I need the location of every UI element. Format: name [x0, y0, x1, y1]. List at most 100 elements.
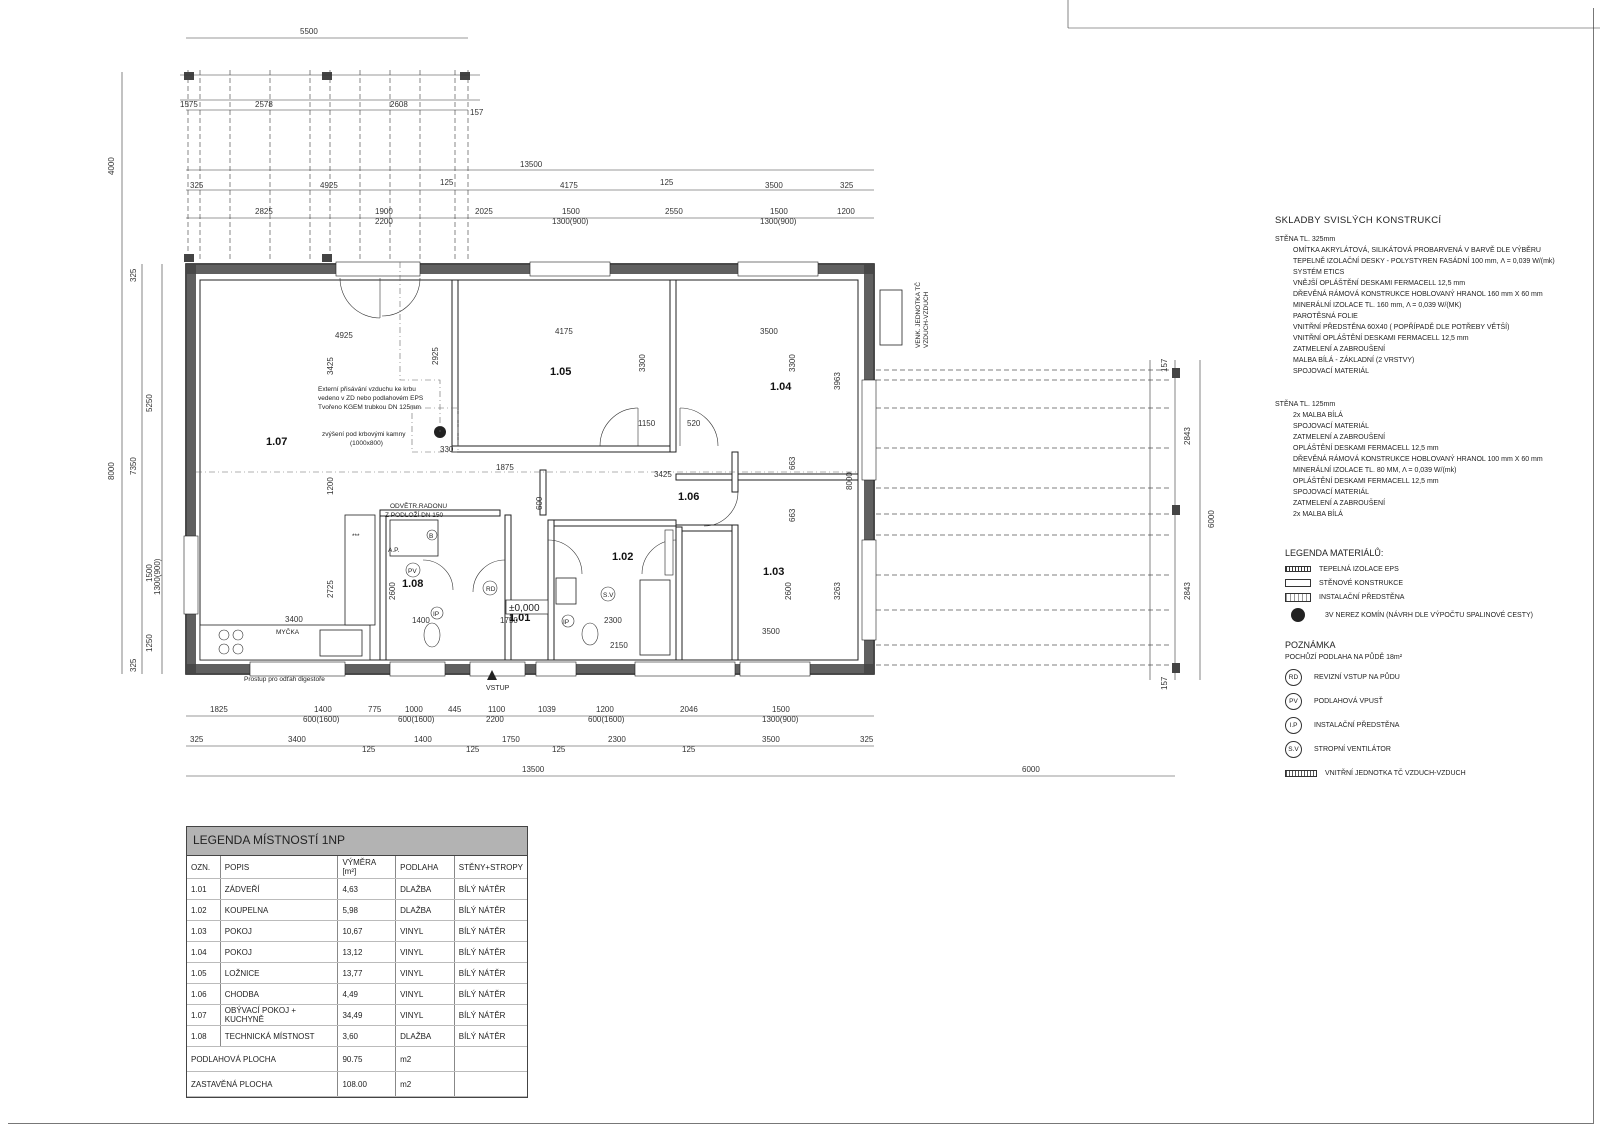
annotations: Externí přisávání vzduchu ke krbu vedeno… — [244, 282, 930, 683]
dim-top: 1575 — [180, 100, 198, 109]
dim-left: 325 — [129, 268, 138, 282]
installation-wall-swatch-icon — [1285, 592, 1311, 602]
dim-inner: 8000 — [845, 472, 854, 490]
wall2-layer: 2x MALBA BÍLÁ — [1293, 511, 1343, 518]
dim-left: 1250 — [145, 634, 154, 652]
sv-label: S.V — [603, 592, 614, 599]
wall1-layer: MALBA BÍLÁ - ZÁKLADNÍ (2 VRSTVY) — [1293, 357, 1415, 364]
dim-bottom: 2300 — [608, 735, 626, 744]
wall2-layer: ZATMELENÍ A ZABROUŠENÍ — [1293, 434, 1386, 441]
hob-label: *** — [352, 533, 360, 540]
ceiling-fan-icon: S.V — [1285, 740, 1302, 758]
radon-note: ODVĚTR.RADONU — [390, 501, 447, 510]
dim-bottom: 125 — [552, 745, 566, 754]
dim-inner: 1200 — [326, 477, 335, 495]
dim-bottom: 3400 — [288, 735, 306, 744]
note-item: VNITŘNÍ JEDNOTKA TČ VZDUCH-VZDUCH — [1285, 761, 1585, 785]
dim-bottom: 600(1600) — [398, 715, 435, 724]
dim-inner: 520 — [687, 419, 701, 428]
dimension-lines — [121, 37, 1201, 777]
col-header: POPIS — [220, 856, 339, 879]
pv-label: PV — [408, 568, 417, 575]
entrance-label: VSTUP — [486, 685, 510, 692]
dim-top: 1900 — [375, 207, 393, 216]
col-header: PODLAHA — [395, 856, 455, 879]
dim-right: 157 — [1160, 676, 1169, 690]
dim-top: 2200 — [375, 217, 393, 226]
dim-left: 1500 — [145, 564, 154, 582]
wall1-layer: DŘEVĚNÁ RÁMOVÁ KONSTRUKCE HOBLOVANÝ HRAN… — [1293, 291, 1543, 298]
material-item: STĚNOVÉ KONSTRUKCE — [1285, 576, 1585, 590]
col-header: VÝMĚRA [m²] — [337, 856, 397, 879]
wall-swatch-icon — [1285, 579, 1311, 587]
material-item-label: INSTALAČNÍ PŘEDSTĚNA — [1319, 593, 1405, 601]
dim-bottom: 775 — [368, 705, 382, 714]
dim-inner: 3300 — [788, 354, 797, 372]
outdoor-unit-note: VZDUCH-VZDUCH — [923, 291, 930, 348]
wall1-layer: PAROTĚSNÁ FOLIE — [1293, 313, 1358, 320]
wall2-layer: 2x MALBA BÍLÁ — [1293, 412, 1343, 419]
wall1-layer: OMÍTKA AKRYLÁTOVÁ, SILIKÁTOVÁ PROBARVENÁ… — [1293, 247, 1541, 254]
dim-left: 4000 — [107, 157, 116, 175]
dim-top: 125 — [660, 178, 674, 187]
dim-top: 157 — [470, 108, 484, 117]
dim-inner: 3500 — [762, 627, 780, 636]
dim-inner: 3500 — [760, 327, 778, 336]
note-item: PV PODLAHOVÁ VPUSŤ — [1285, 689, 1585, 713]
dim-top: 2608 — [390, 100, 408, 109]
fireplace-note: zvýšení pod krbovými kamny — [322, 431, 406, 438]
wall2-layer: DŘEVĚNÁ RÁMOVÁ KONSTRUKCE HOBLOVANÝ HRAN… — [1293, 456, 1543, 463]
pergola-right — [868, 360, 1180, 680]
wall2-layer: SPOJOVACÍ MATERIÁL — [1293, 489, 1369, 496]
note-item: I.P INSTALAČNÍ PŘEDSTĚNA — [1285, 713, 1585, 737]
room-label-1.05: 1.05 — [550, 366, 571, 378]
dim-bottom: 1400 — [314, 705, 332, 714]
dim-right: 6000 — [1207, 510, 1216, 528]
notes-legend: POZNÁMKA POCHŮZÍ PODLAHA NA PŮDĚ 18m² RD… — [1285, 640, 1585, 785]
air-intake-note: Tvořeno KGEM trubkou DN 125mm — [318, 404, 421, 411]
air-intake-note: Externí přisávání vzduchu ke krbu — [318, 386, 416, 393]
wall2-layer: MINERÁLNÍ IZOLACE TL. 80 MM, Λ = 0,039 W… — [1293, 467, 1457, 474]
room-label-1.07: 1.07 — [266, 436, 287, 448]
dim-top: 1500 — [562, 207, 580, 216]
room-label-1.04: 1.04 — [770, 381, 792, 393]
material-item: TEPELNÁ IZOLACE EPS — [1285, 562, 1585, 576]
dim-bottom: 325 — [860, 735, 874, 744]
dim-inner: 663 — [788, 508, 797, 522]
dim-top: 325 — [190, 181, 204, 190]
wall1-layer: VNITŘNÍ OPLÁŠTĚNÍ DESKAMI FERMACELL 12,5… — [1293, 335, 1469, 342]
dim-bottom: 1300(900) — [762, 715, 799, 724]
dim-left: 1300(900) — [153, 558, 162, 595]
room-label-1.06: 1.06 — [678, 491, 699, 503]
dim-bottom: 1000 — [405, 705, 423, 714]
dim-bottom: 2200 — [486, 715, 504, 724]
material-legend: LEGENDA MATERIÁLŮ: TEPELNÁ IZOLACE EPS S… — [1285, 548, 1585, 626]
dim-top: 325 — [840, 181, 854, 190]
dim-top: 2578 — [255, 100, 273, 109]
dim-inner: 663 — [788, 456, 797, 470]
wall1-layer: SPOJOVACÍ MATERIÁL — [1293, 368, 1369, 375]
dim-inner: 1750 — [500, 616, 518, 625]
note-item: RD REVIZNÍ VSTUP NA PŮDU — [1285, 665, 1585, 689]
dim-bottom: 1750 — [502, 735, 520, 744]
dim-left: 5250 — [145, 394, 154, 412]
dim-top: 4925 — [320, 181, 338, 190]
ap-label: A.P. — [388, 547, 400, 554]
dim-bottom: 6000 — [1022, 765, 1040, 774]
wall1-layer: VNĚJŠÍ OPLÁŠTĚNÍ DESKAMI FERMACELL 12,5 … — [1293, 280, 1466, 287]
dim-bottom: 445 — [448, 705, 462, 714]
dim-inner: 2600 — [784, 582, 793, 600]
dim-top: 13500 — [520, 160, 543, 169]
eps-swatch-icon — [1285, 566, 1311, 572]
dim-top: 2550 — [665, 207, 683, 216]
dim-bottom: 600(1600) — [588, 715, 625, 724]
dim-inner: 1875 — [496, 463, 514, 472]
dim-inner: 3300 — [638, 354, 647, 372]
dim-left: 7350 — [129, 457, 138, 475]
